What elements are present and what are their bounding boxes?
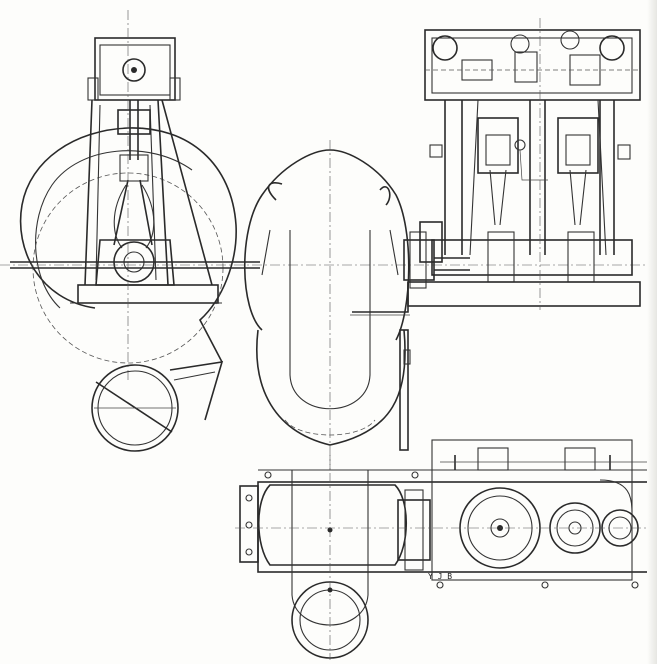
plan-view: Y J B: [235, 439, 657, 660]
pump-casing-view: [243, 140, 470, 470]
page-edge: [647, 0, 657, 664]
side-elevation-view: [0, 10, 657, 452]
front-elevation-view: [352, 18, 641, 313]
plate-label: Y J B: [428, 572, 452, 581]
